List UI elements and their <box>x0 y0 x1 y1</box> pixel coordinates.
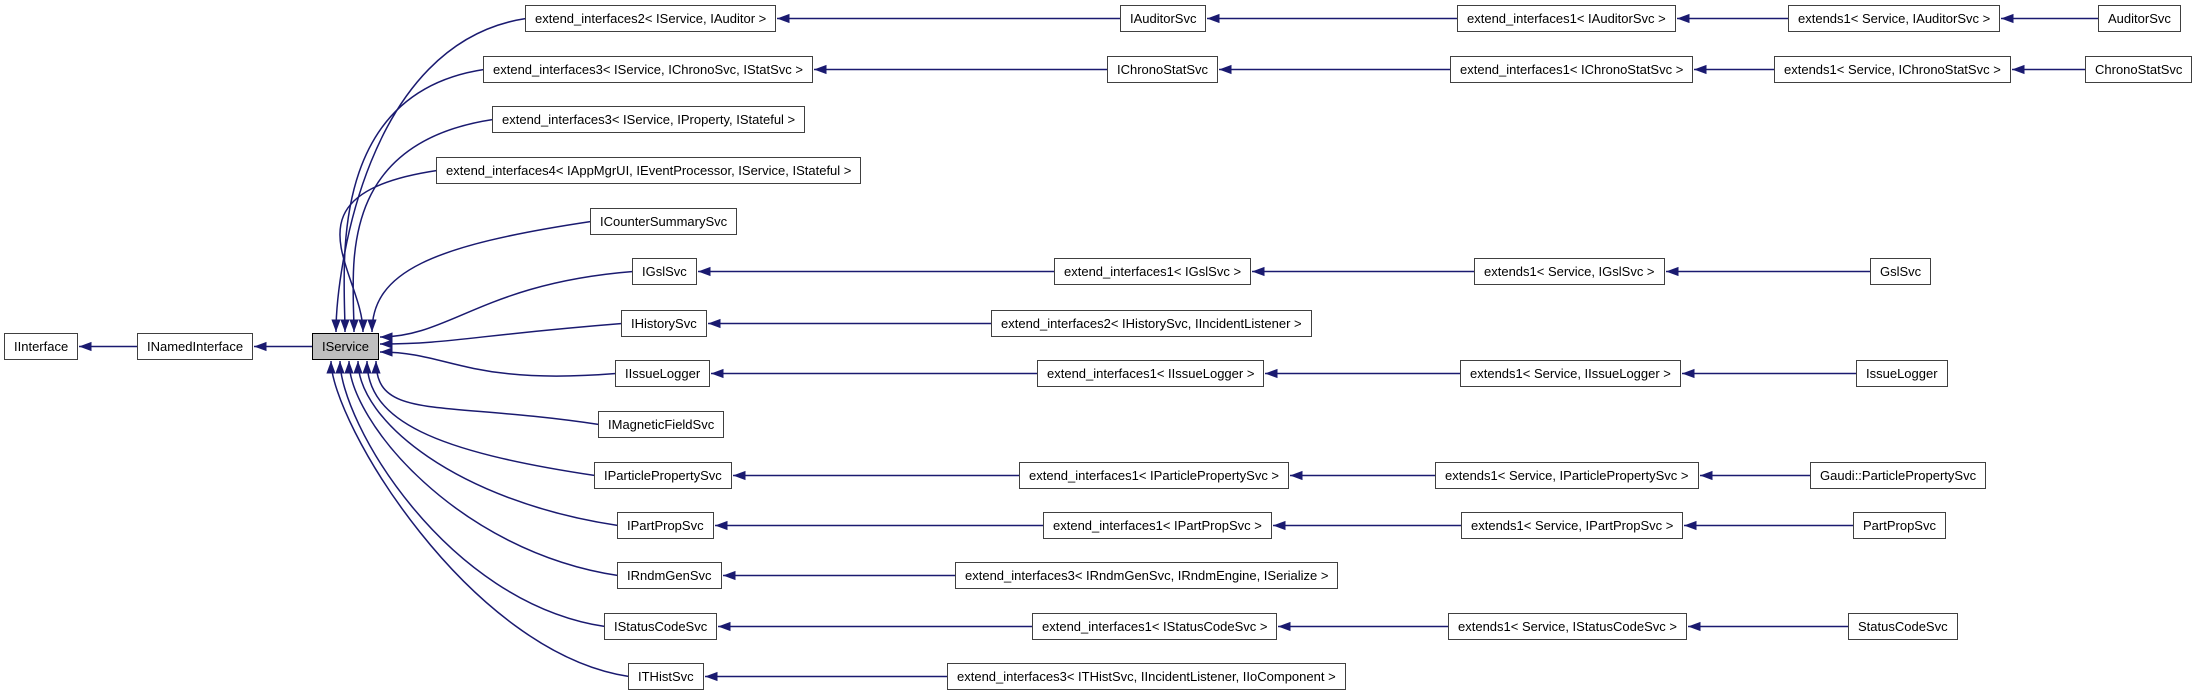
node-ipartpropsvc[interactable]: IPartPropSvc <box>617 512 714 539</box>
inheritance-edge-ithistsvc-to-iservice <box>326 360 630 678</box>
inheritance-edge-ipartpropsvc-to-iservice <box>353 360 619 527</box>
node-extends1-service-iauditorsvc[interactable]: extends1< Service, IAuditorSvc > <box>1788 5 2001 32</box>
node-chronostatsvc[interactable]: ChronoStatSvc <box>2085 56 2193 83</box>
node-extend-interfaces1-ichronostatsvc[interactable]: extend_interfaces1< IChronoStatSvc > <box>1450 56 1694 83</box>
node-extends1-service-ipartpropsvc[interactable]: extends1< Service, IPartPropSvc > <box>1461 512 1684 539</box>
node-extend-interfaces1-iparticlepropertysvc[interactable]: extend_interfaces1< IParticlePropertySvc… <box>1019 462 1290 489</box>
inheritance-edge-ihistorysvc-to-iservice <box>379 322 623 349</box>
node-extend-interfaces1-istatuscodesvc[interactable]: extend_interfaces1< IStatusCodeSvc > <box>1032 613 1278 640</box>
node-extends1-service-igslsvc[interactable]: extends1< Service, IGslSvc > <box>1474 258 1665 285</box>
node-extend-interfaces1-igslsvc[interactable]: extend_interfaces1< IGslSvc > <box>1054 258 1252 285</box>
node-iservice-focus: IService <box>312 333 379 360</box>
node-irndmgensvc[interactable]: IRndmGenSvc <box>617 562 722 589</box>
node-inamedinterface[interactable]: INamedInterface <box>137 333 254 360</box>
node-extends1-service-iissuelogger[interactable]: extends1< Service, IIssueLogger > <box>1460 360 1681 387</box>
node-iissuelogger[interactable]: IIssueLogger <box>615 360 711 387</box>
inheritance-edge-icountersummarysvc-to-iservice <box>367 220 592 333</box>
inheritance-edge-ei3_svc_chrono_stat-to-iservice <box>340 68 485 333</box>
node-gslsvc[interactable]: GslSvc <box>1870 258 1932 285</box>
inheritance-edge-istatuscodesvc-to-iservice <box>335 360 606 628</box>
inheritance-edge-igslsvc-to-iservice <box>379 270 634 342</box>
node-partpropsvc[interactable]: PartPropSvc <box>1853 512 1946 539</box>
node-extend-interfaces4-iappmgrui-ieventprocessor-iservice-istateful[interactable]: extend_interfaces4< IAppMgrUI, IEventPro… <box>436 157 862 184</box>
inheritance-edge-irndmgensvc-to-iservice <box>344 360 619 577</box>
node-iparticlepropertysvc[interactable]: IParticlePropertySvc <box>594 462 732 489</box>
node-extends1-service-istatuscodesvc[interactable]: extends1< Service, IStatusCodeSvc > <box>1448 613 1687 640</box>
node-extend-interfaces1-iauditorsvc[interactable]: extend_interfaces1< IAuditorSvc > <box>1457 5 1676 32</box>
node-extends1-service-iparticlepropertysvc[interactable]: extends1< Service, IParticlePropertySvc … <box>1435 462 1699 489</box>
node-extend-interfaces1-ipartpropsvc[interactable]: extend_interfaces1< IPartPropSvc > <box>1043 512 1272 539</box>
node-extend-interfaces3-ithistsvc-iincidentlistener-iiocomponent[interactable]: extend_interfaces3< ITHistSvc, IIncident… <box>947 663 1346 690</box>
node-ichronostatsvc[interactable]: IChronoStatSvc <box>1107 56 1219 83</box>
node-extend-interfaces3-iservice-ichronosvc-istatsvc[interactable]: extend_interfaces3< IService, IChronoSvc… <box>483 56 813 83</box>
inheritance-edge-ei3_svc_prop_stateful-to-iservice <box>349 118 494 333</box>
node-gaudi-particlepropertysvc[interactable]: Gaudi::ParticlePropertySvc <box>1810 462 1987 489</box>
node-iauditorsvc[interactable]: IAuditorSvc <box>1120 5 1207 32</box>
node-extend-interfaces2-ihistorysvc-iincidentlistener[interactable]: extend_interfaces2< IHistorySvc, IIncide… <box>991 310 1312 337</box>
node-istatuscodesvc[interactable]: IStatusCodeSvc <box>604 613 718 640</box>
node-ithistsvc[interactable]: ITHistSvc <box>628 663 704 690</box>
node-issuelogger[interactable]: IssueLogger <box>1856 360 1948 387</box>
inheritance-edge-ei4_appmgr-to-iservice <box>339 169 438 333</box>
inheritance-edge-imagneticfieldsvc-to-iservice <box>371 360 600 426</box>
node-ihistorysvc[interactable]: IHistorySvc <box>621 310 707 337</box>
inheritance-edge-iissuelogger-to-iservice <box>379 347 617 377</box>
node-extend-interfaces3-iservice-iproperty-istateful[interactable]: extend_interfaces3< IService, IProperty,… <box>492 106 806 133</box>
node-iinterface[interactable]: IInterface <box>4 333 79 360</box>
node-auditorsvc[interactable]: AuditorSvc <box>2098 5 2181 32</box>
node-extends1-service-ichronostatsvc[interactable]: extends1< Service, IChronoStatSvc > <box>1774 56 2011 83</box>
inheritance-edge-iparticlepropertysvc-to-iservice <box>362 360 596 477</box>
node-igslsvc[interactable]: IGslSvc <box>632 258 697 285</box>
node-extend-interfaces1-iissuelogger[interactable]: extend_interfaces1< IIssueLogger > <box>1037 360 1265 387</box>
node-extend-interfaces2-iservice-iauditor[interactable]: extend_interfaces2< IService, IAuditor > <box>525 5 777 32</box>
node-statuscodesvc[interactable]: StatusCodeSvc <box>1848 613 1958 640</box>
node-extend-interfaces3-irndmgensvc-irndmengine-iserialize[interactable]: extend_interfaces3< IRndmGenSvc, IRndmEn… <box>955 562 1339 589</box>
node-icountersummarysvc[interactable]: ICounterSummarySvc <box>590 208 738 235</box>
node-imagneticfieldsvc[interactable]: IMagneticFieldSvc <box>598 411 725 438</box>
